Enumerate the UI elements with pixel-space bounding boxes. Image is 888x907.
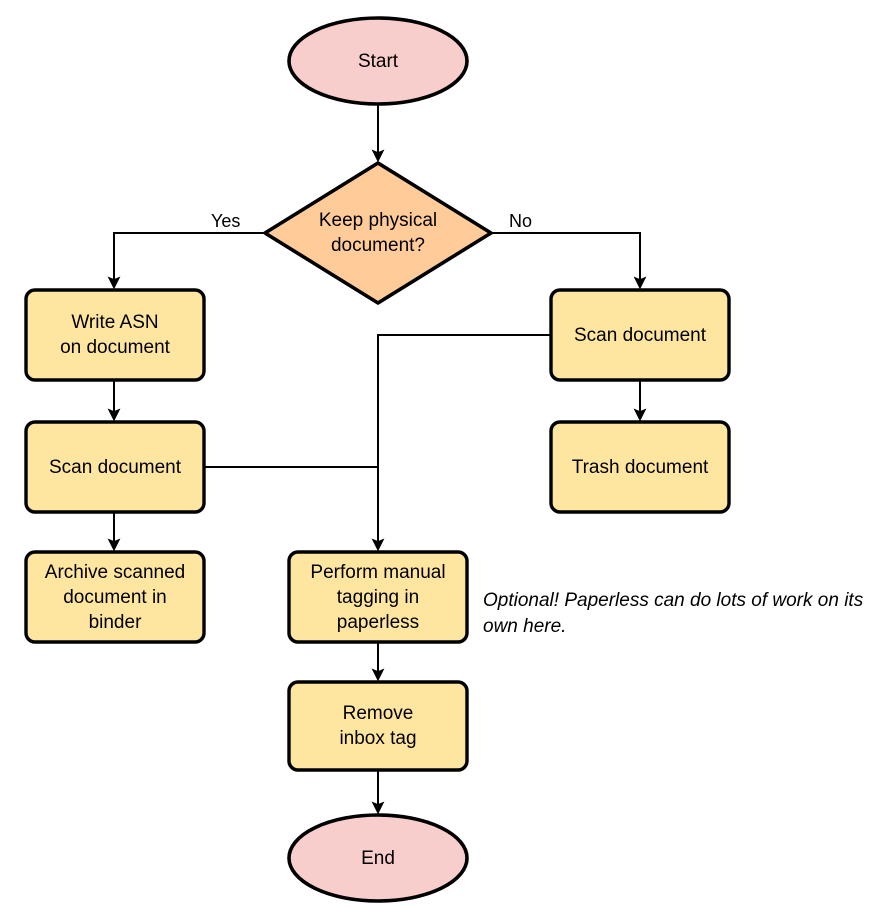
edge-label-no: No <box>509 211 533 231</box>
node-perform-manual-tagging[interactable] <box>289 552 467 642</box>
node-trash-document-shape[interactable] <box>549 420 731 514</box>
node-decision-keep-physical-shape[interactable] <box>263 161 493 305</box>
node-archive-scanned-shape[interactable] <box>24 550 206 644</box>
node-end-shape[interactable] <box>287 813 469 903</box>
edge-scan-right-to-tagging <box>371 334 551 552</box>
node-scan-document-left[interactable] <box>26 422 204 512</box>
node-archive-scanned[interactable] <box>26 552 204 642</box>
node-trash-document[interactable] <box>551 422 729 512</box>
node-write-asn[interactable] <box>26 290 204 380</box>
node-start[interactable] <box>289 18 467 104</box>
edge-decision-to-scan-right <box>491 232 647 290</box>
node-end[interactable] <box>289 815 467 901</box>
edge-decision-to-write-asn <box>107 232 265 290</box>
node-remove-inbox-tag[interactable] <box>289 682 467 770</box>
optional-note-text: Optional! Paperless can do lots of work … <box>483 590 864 637</box>
node-decision-keep-physical[interactable] <box>265 163 491 303</box>
node-scan-document-right[interactable] <box>551 290 729 380</box>
edge-label-yes: Yes <box>211 211 241 231</box>
